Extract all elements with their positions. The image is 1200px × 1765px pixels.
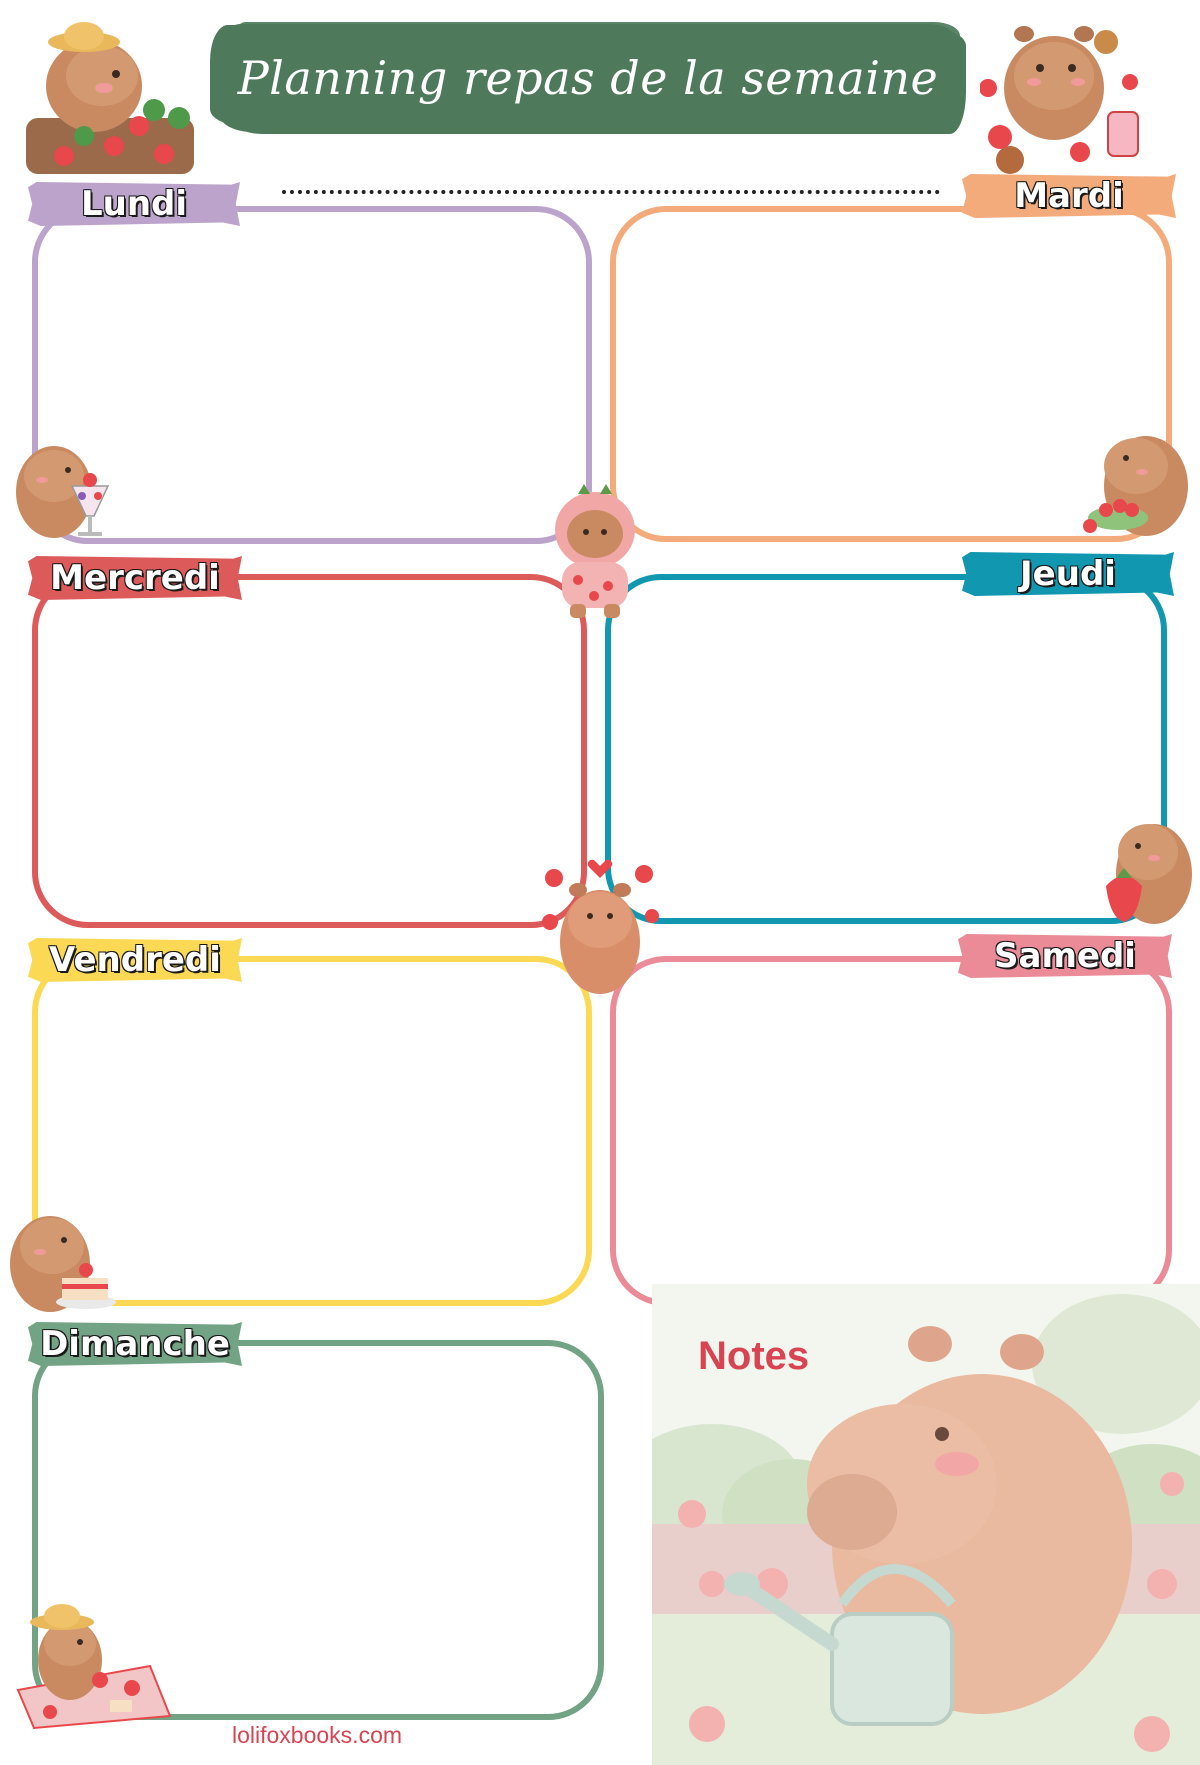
day-box-lundi[interactable]	[32, 206, 592, 544]
day-tag-vendredi: Vendredi	[28, 938, 242, 982]
day-box-jeudi[interactable]	[605, 574, 1167, 924]
capybara-strawberry-garden-sticker	[26, 22, 194, 174]
day-tag-lundi: Lundi	[28, 182, 240, 226]
day-tag-mardi: Mardi	[962, 174, 1176, 218]
notes-panel[interactable]	[652, 1284, 1200, 1765]
page-title: Planning repas de la semaine	[237, 51, 939, 105]
day-box-mardi[interactable]	[610, 206, 1172, 542]
day-box-vendredi[interactable]	[32, 956, 592, 1306]
capybara-parfait-sticker	[16, 446, 110, 538]
capybara-hugging-strawberry-sticker	[1106, 824, 1192, 924]
footer-website[interactable]: lolifoxbooks.com	[232, 1722, 403, 1748]
capybara-strawberry-hoodie-sticker	[555, 484, 635, 618]
capybara-eating-strawberries-sticker	[1083, 436, 1188, 536]
notes-title: Notes	[698, 1334, 810, 1378]
day-box-samedi[interactable]	[610, 956, 1172, 1306]
title-banner	[218, 24, 958, 132]
capybara-watering-can-illustration	[652, 1284, 1200, 1765]
name-dotted-line	[282, 190, 940, 194]
capybara-hearts-sticker	[542, 859, 659, 994]
day-box-dimanche[interactable]	[32, 1340, 604, 1720]
day-box-mercredi[interactable]	[32, 574, 587, 928]
capybara-strawberry-snacks-sticker	[980, 26, 1139, 174]
day-tag-samedi: Samedi	[958, 934, 1172, 978]
day-tag-dimanche: Dimanche	[28, 1322, 242, 1366]
capybara-cake-sticker	[10, 1216, 116, 1312]
day-tag-jeudi: Jeudi	[962, 552, 1174, 596]
day-tag-mercredi: Mercredi	[28, 556, 242, 600]
capybara-picnic-sticker	[16, 1604, 172, 1730]
